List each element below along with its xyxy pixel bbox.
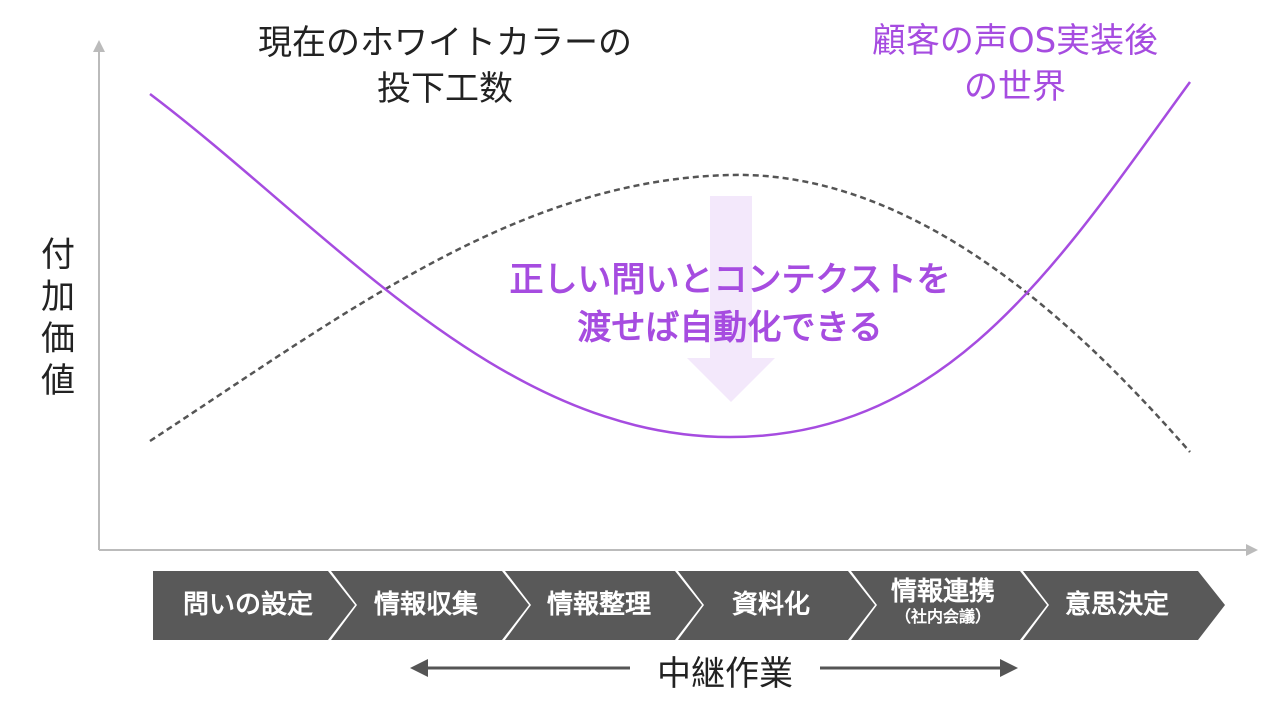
step-label-decide: 意思決定: [1064, 590, 1169, 620]
y-axis-label: 付 加 価 値: [36, 234, 80, 402]
y-axis-label-char: 加: [41, 277, 75, 317]
step-label-collect: 情報収集: [373, 590, 478, 620]
step-label-question: 問いの設定: [182, 590, 313, 620]
y-axis-label-char: 付: [41, 235, 75, 275]
process-step-5: [851, 571, 1047, 640]
process-step-1: [153, 571, 355, 640]
right-arrow-icon: [1000, 659, 1018, 677]
future-value-curve: [149, 81, 1192, 439]
y-axis-label-char: 値: [41, 361, 75, 401]
automation-message-line2: 渡せば自動化できる: [577, 308, 883, 348]
step-label-share-main: 情報連携: [890, 577, 995, 607]
current-effort-label: 現在のホワイトカラーの 投下工数: [225, 20, 665, 112]
step-label-share: 情報連携 （社内会議）: [862, 577, 1024, 627]
future-world-label-line2: の世界: [964, 67, 1066, 107]
relay-arrow: [410, 659, 1018, 677]
left-arrow-icon: [410, 659, 428, 677]
step-label-organize: 情報整理: [546, 590, 651, 620]
automation-message: 正しい問いとコンテクストを 渡せば自動化できる: [470, 256, 990, 352]
down-arrow-icon: [687, 196, 775, 402]
automation-message-line1: 正しい問いとコンテクストを: [509, 260, 951, 300]
future-world-label-line1: 顧客の声OS実装後: [871, 21, 1159, 61]
current-effort-label-line1: 現在のホワイトカラーの: [258, 23, 632, 63]
process-step-6: [1023, 571, 1225, 640]
process-step-3: [505, 571, 702, 640]
current-effort-curve: [149, 173, 1191, 453]
relay-work-label: 中継作業: [630, 652, 820, 696]
process-step-2: [331, 571, 529, 640]
process-step-4: [678, 571, 875, 640]
step-label-share-sub: （社内会議）: [894, 607, 991, 626]
future-world-label: 顧客の声OS実装後 の世界: [845, 18, 1185, 110]
current-effort-label-line2: 投下工数: [377, 69, 513, 109]
step-label-document: 資料化: [731, 590, 810, 620]
y-axis-label-char: 価: [41, 319, 75, 359]
